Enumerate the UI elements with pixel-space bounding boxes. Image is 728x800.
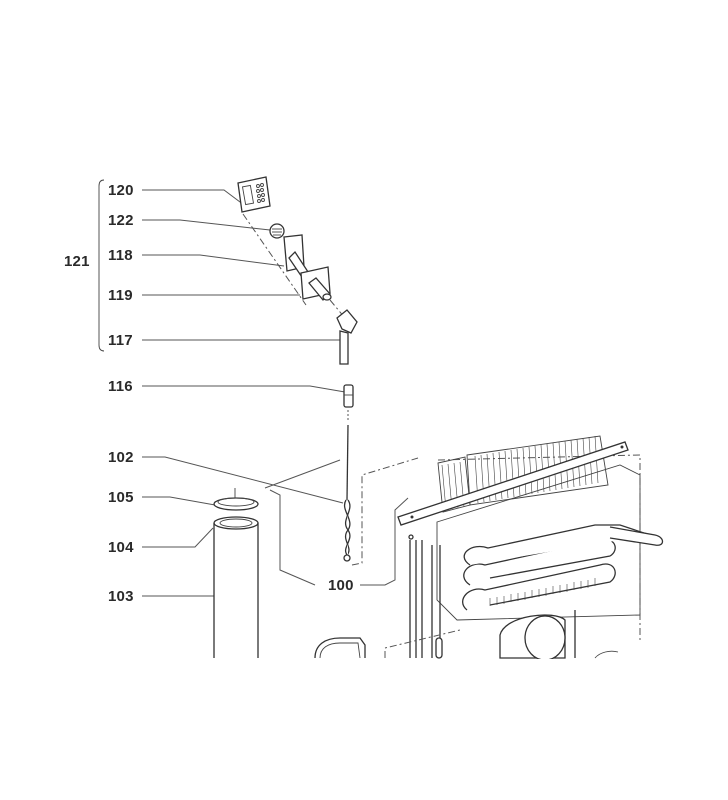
part-120-panel — [237, 176, 271, 213]
part-102-baffle — [343, 410, 351, 562]
part-122-grille — [269, 223, 285, 239]
part-116-sleeve — [343, 384, 354, 408]
part-103-flue-tube — [213, 516, 259, 658]
callout-104: 104 — [108, 539, 134, 556]
part-105-cap — [213, 488, 259, 511]
callout-119: 119 — [108, 287, 133, 304]
group-label-121: 121 — [64, 253, 90, 270]
group-bracket — [98, 179, 105, 352]
leader-lines — [142, 189, 409, 597]
callout-105: 105 — [108, 489, 134, 506]
callout-120: 120 — [108, 182, 134, 199]
part-100-cooling-unit — [314, 435, 664, 661]
part-119-flue-plate — [300, 266, 332, 301]
callout-122: 122 — [108, 212, 134, 229]
callout-116: 116 — [108, 378, 133, 395]
callout-117: 117 — [108, 332, 133, 349]
part-117-angled-tube — [336, 309, 358, 365]
callout-118: 118 — [108, 247, 133, 264]
callout-103: 103 — [108, 588, 134, 605]
callout-100: 100 — [328, 577, 354, 594]
callout-102: 102 — [108, 449, 134, 466]
